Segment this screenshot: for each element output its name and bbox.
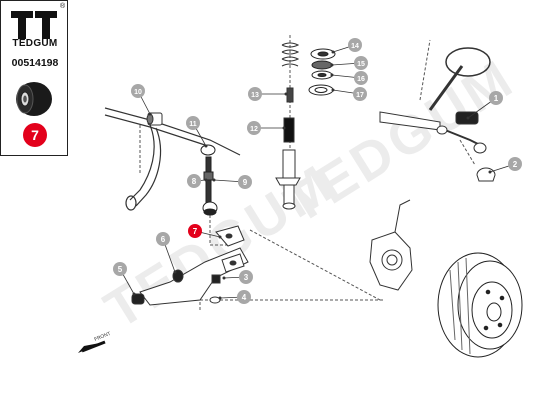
callout-circle-15: [354, 56, 368, 70]
brand-name: TEDGUM: [12, 38, 58, 49]
callout-leader-tip-6: [173, 270, 177, 274]
callout-16: 16: [330, 71, 368, 85]
callout-circle-9: [238, 175, 252, 189]
part-number: 00514198: [11, 57, 59, 69]
callout-circle-3: [239, 270, 253, 284]
callout-leader-tip-10: [148, 112, 152, 116]
callout-leader-tip-15: [330, 63, 334, 67]
callout-circle-7: [188, 224, 202, 238]
callout-4: 4: [218, 290, 251, 304]
callout-leader-tip-16: [330, 73, 334, 77]
callout-leader-tip-2: [488, 170, 492, 174]
callout-circle-2: [508, 157, 522, 171]
callout-leader-tip-13: [284, 92, 288, 96]
callout-3: 3: [222, 270, 253, 284]
callout-label-3: 3: [244, 273, 249, 282]
callout-label-13: 13: [251, 92, 259, 99]
callout-6: 6: [156, 232, 177, 274]
callout-circle-12: [247, 121, 261, 135]
callout-label-12: 12: [250, 126, 258, 133]
callout-circle-6: [156, 232, 170, 246]
callout-label-8: 8: [192, 177, 197, 186]
top-mount-stack: [308, 48, 336, 96]
callout-label-17: 17: [356, 92, 364, 99]
wheel: [437, 252, 523, 358]
callout-circle-13: [248, 87, 262, 101]
callout-leader-tip-3: [222, 276, 226, 280]
callout-15: 15: [330, 56, 368, 70]
callout-10: 10: [131, 84, 152, 116]
callout-label-1: 1: [494, 94, 499, 103]
callout-2: 2: [488, 157, 522, 174]
callout-circle-16: [354, 71, 368, 85]
callout-12: 12: [247, 121, 286, 135]
callout-circle-11: [186, 116, 200, 130]
callout-1: 1: [466, 91, 503, 120]
callout-label-11: 11: [189, 121, 197, 128]
callout-circle-4: [237, 290, 251, 304]
callout-leader-tip-12: [282, 126, 286, 130]
callout-14: 14: [331, 38, 362, 54]
callout-label-7: 7: [193, 227, 198, 236]
strut-assembly: [275, 42, 301, 210]
callout-circle-8: [187, 174, 201, 188]
callout-13: 13: [248, 87, 288, 101]
callout-8: 8: [187, 174, 208, 188]
callout-leader-tip-7: [218, 235, 222, 239]
callout-leader-tip-8: [204, 178, 208, 182]
steering-knuckle: [369, 199, 413, 291]
bushing-thumbnail-icon: [16, 82, 52, 116]
callout-label-15: 15: [357, 61, 365, 68]
callout-circle-14: [348, 38, 362, 52]
callout-label-14: 14: [351, 43, 359, 50]
callout-label-10: 10: [134, 89, 142, 96]
callout-leader-tip-5: [132, 292, 136, 296]
stabilizer-link: [200, 144, 218, 216]
callout-circle-1: [489, 91, 503, 105]
callout-label-2: 2: [513, 160, 518, 169]
callout-circle-5: [113, 262, 127, 276]
stabilizer-bar: [104, 107, 241, 211]
callout-leader-tip-17: [331, 88, 335, 92]
front-direction-arrow: FRONT: [78, 331, 112, 353]
callout-leader-tip-9: [212, 178, 216, 182]
callout-circle-10: [131, 84, 145, 98]
callout-leader-tip-4: [218, 296, 222, 300]
callout-9: 9: [212, 175, 252, 189]
steering-assembly: [379, 47, 496, 182]
callout-7: 7: [188, 224, 222, 239]
callout-11: 11: [186, 116, 208, 148]
lower-control-arm: [131, 225, 249, 306]
stabilizer-bushing: [146, 112, 163, 126]
callout-circle-17: [353, 87, 367, 101]
callout-label-4: 4: [242, 293, 247, 302]
front-arrow-label: FRONT: [94, 331, 112, 343]
callout-leader-tip-1: [466, 116, 470, 120]
callout-5: 5: [113, 262, 136, 296]
callout-label-5: 5: [118, 265, 123, 274]
tedgum-logo-icon: [11, 11, 57, 39]
callout-17: 17: [331, 87, 367, 101]
callout-leader-tip-14: [331, 50, 335, 54]
callout-label-6: 6: [161, 235, 166, 244]
callout-label-9: 9: [243, 178, 248, 187]
callout-leader-tip-11: [204, 144, 208, 148]
part-info-box: ® TEDGUM 00514198 7: [0, 0, 68, 156]
highlight-number-badge: 7: [23, 123, 47, 147]
registered-mark: ®: [60, 3, 66, 10]
callout-label-16: 16: [357, 76, 365, 83]
